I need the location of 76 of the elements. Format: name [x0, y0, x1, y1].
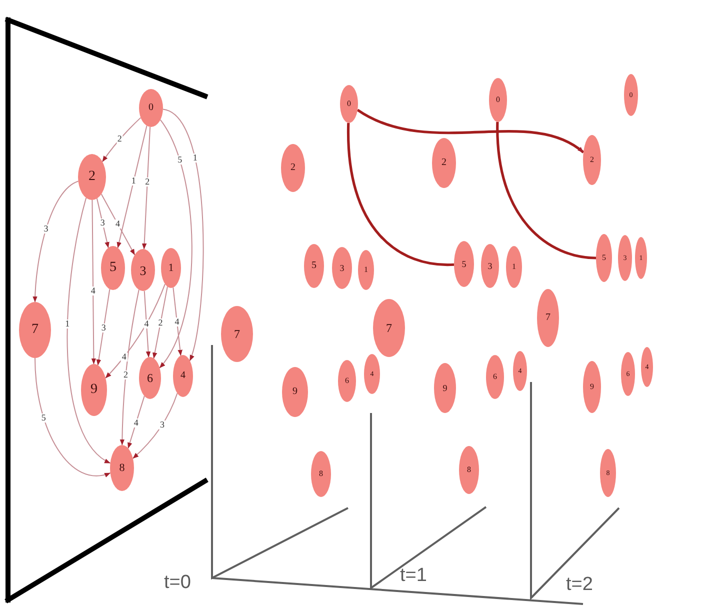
edge-label: 4: [132, 418, 140, 428]
graph-node: 9: [282, 367, 308, 417]
graph-node: 1: [506, 246, 522, 288]
edge-label: 4: [120, 352, 128, 362]
edge-label: 3: [158, 420, 166, 430]
axis-label: t=1: [400, 566, 427, 585]
connector-line: [496, 122, 596, 260]
edge-label: 1: [64, 320, 71, 329]
edge-label: 4: [174, 317, 180, 326]
edge-label: 4: [90, 286, 96, 296]
arrow: [132, 392, 178, 459]
axis-label: t=2: [566, 575, 593, 594]
graph-node: 5: [304, 244, 324, 288]
edge-label: 5: [176, 156, 184, 165]
graph-node: 6: [139, 357, 161, 399]
graph-node: 2: [78, 154, 106, 200]
edge-label: 5: [40, 413, 47, 422]
graph-node: 7: [373, 299, 405, 357]
graph-node: 0: [139, 89, 163, 127]
graph-node: 0: [489, 78, 507, 122]
arrow: [162, 108, 204, 362]
arrow: [32, 180, 79, 302]
edge-label: 3: [42, 224, 50, 234]
arrow: [356, 108, 584, 154]
arrow: [128, 396, 145, 449]
arrow: [96, 198, 110, 248]
graph-node: 0: [340, 85, 358, 123]
graph-node: 9: [583, 361, 601, 413]
graph-node: 9: [81, 364, 107, 416]
graph-node: 7: [19, 302, 51, 358]
graph-node: 5: [101, 246, 125, 290]
edge-label: 2: [157, 318, 164, 328]
edge-label: 1: [130, 176, 137, 186]
edge-label: 1: [192, 154, 198, 163]
graph-node: 7: [537, 289, 559, 347]
arrow: [120, 289, 140, 446]
graph-node: 3: [332, 247, 352, 289]
edge-label: 4: [114, 219, 121, 228]
graph-node: 5: [454, 241, 474, 287]
graph-node: 7: [221, 306, 253, 362]
arrow: [116, 125, 148, 248]
graph-node: 8: [459, 446, 479, 494]
arrow: [100, 194, 136, 256]
arrow: [172, 287, 182, 356]
graph-node: 5: [596, 234, 612, 282]
edge-label: 2: [122, 370, 129, 380]
graph-node: 1: [358, 250, 374, 290]
edge-label: 2: [116, 134, 123, 144]
edge-label: 2: [144, 178, 151, 187]
graph-node: 2: [583, 135, 601, 185]
arrow: [66, 197, 111, 464]
edge-label: 3: [100, 324, 107, 333]
axis-label: t=0: [164, 573, 191, 592]
arrow: [91, 200, 96, 364]
graph-node: 2: [432, 138, 456, 188]
arrow: [144, 290, 151, 358]
graph-node: 1: [161, 248, 181, 288]
graph-node: 4: [173, 355, 193, 397]
edge-label: 4: [143, 320, 150, 328]
edge-label: 3: [99, 218, 106, 228]
connector-line: [347, 122, 454, 266]
arrow: [142, 126, 151, 250]
graph-node: 9: [434, 363, 456, 413]
graph-node: 6: [486, 355, 504, 399]
arrow: [159, 119, 192, 368]
graph-node: 8: [110, 445, 134, 491]
graph-node: 6: [338, 360, 356, 402]
graph-node: 8: [311, 451, 331, 497]
arrow: [152, 286, 168, 359]
arrow: [96, 288, 110, 366]
arrow: [34, 358, 111, 477]
arrow: [102, 117, 142, 162]
arrow: [105, 284, 166, 379]
graph-node: 2: [281, 144, 305, 192]
graph-node: 3: [481, 244, 499, 288]
graph-node: 3: [131, 249, 155, 291]
